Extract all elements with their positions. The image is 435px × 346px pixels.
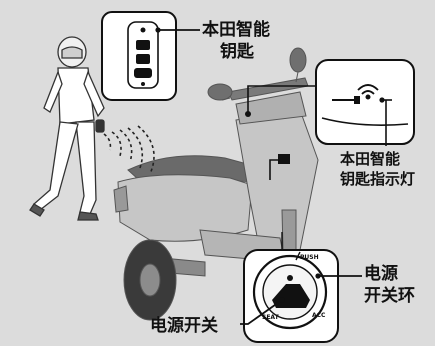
rider-leg-front: [75, 121, 97, 215]
rider-arm-left: [43, 70, 63, 113]
power-ring-label-line2: 开关环: [364, 286, 415, 306]
power-ring-label-line1: 电源: [364, 264, 398, 284]
left-mirror: [207, 83, 233, 101]
key-in-hand: [95, 119, 105, 133]
dial-top-text: PUSH: [300, 254, 319, 261]
smart-key-label-line2: 钥匙: [220, 42, 254, 62]
power-switch-callout: [243, 249, 339, 343]
indicator-label-line2: 钥匙指示灯: [340, 170, 416, 188]
rider-arm: [83, 70, 105, 118]
smart-key-callout: [101, 11, 177, 101]
handle-cover: [235, 91, 307, 125]
indicator-callout: [315, 59, 415, 145]
rider: [29, 36, 105, 221]
dial-seat-text: SEAT: [262, 314, 279, 321]
tail-light: [113, 185, 129, 213]
signal-waves: [103, 125, 155, 175]
rear-wheel-hub: [139, 263, 161, 297]
smart-key-label-line1: 本田智能: [202, 20, 270, 40]
right-mirror: [289, 47, 307, 73]
indicator-label-line1: 本田智能: [340, 150, 401, 168]
rider-leg-back: [33, 121, 79, 211]
power-switch-label: 电源开关: [150, 316, 218, 336]
scooter: [113, 47, 319, 333]
dial-right-text: ACC: [312, 312, 326, 319]
smart-key-indicator-icon: [357, 84, 379, 100]
scooter-rear-body: [117, 174, 253, 242]
